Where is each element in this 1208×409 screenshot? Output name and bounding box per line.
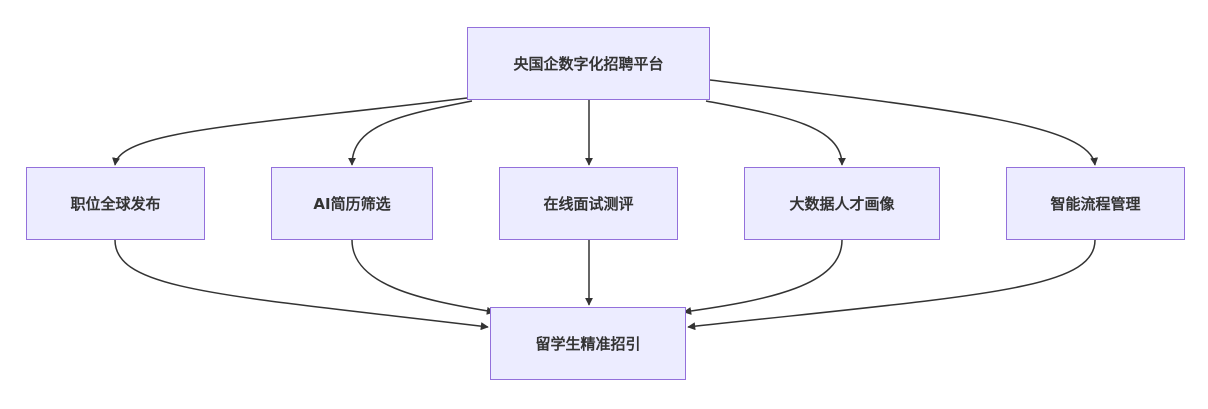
node-label: 在线面试测评 — [543, 195, 634, 213]
node-label: 智能流程管理 — [1050, 195, 1141, 213]
edge-top-to-ai-screening — [348, 100, 473, 166]
node-recruitment-platform: 央国企数字化招聘平台 — [467, 27, 710, 100]
node-overseas-student-recruitment: 留学生精准招引 — [490, 307, 686, 380]
edge-talent-profile-to-bottom — [683, 239, 843, 315]
node-global-job-posting: 职位全球发布 — [26, 167, 205, 240]
edge-top-to-process-mgmt — [709, 79, 1099, 166]
edge-ai-screening-to-bottom — [351, 239, 495, 315]
node-label: AI简历筛选 — [313, 195, 391, 213]
node-label: 留学生精准招引 — [535, 335, 641, 353]
node-label: 职位全球发布 — [70, 195, 161, 213]
edge-top-to-job-posting — [112, 97, 468, 166]
node-label: 大数据人才画像 — [789, 195, 895, 213]
edge-top-to-talent-profile — [705, 100, 846, 166]
node-talent-profile: 大数据人才画像 — [744, 167, 940, 240]
node-ai-resume-screening: AI简历筛选 — [271, 167, 433, 240]
edge-job-posting-to-bottom — [114, 239, 489, 331]
node-online-interview: 在线面试测评 — [499, 167, 678, 240]
edge-process-mgmt-to-bottom — [687, 239, 1096, 331]
node-process-management: 智能流程管理 — [1006, 167, 1185, 240]
node-label: 央国企数字化招聘平台 — [513, 55, 664, 73]
